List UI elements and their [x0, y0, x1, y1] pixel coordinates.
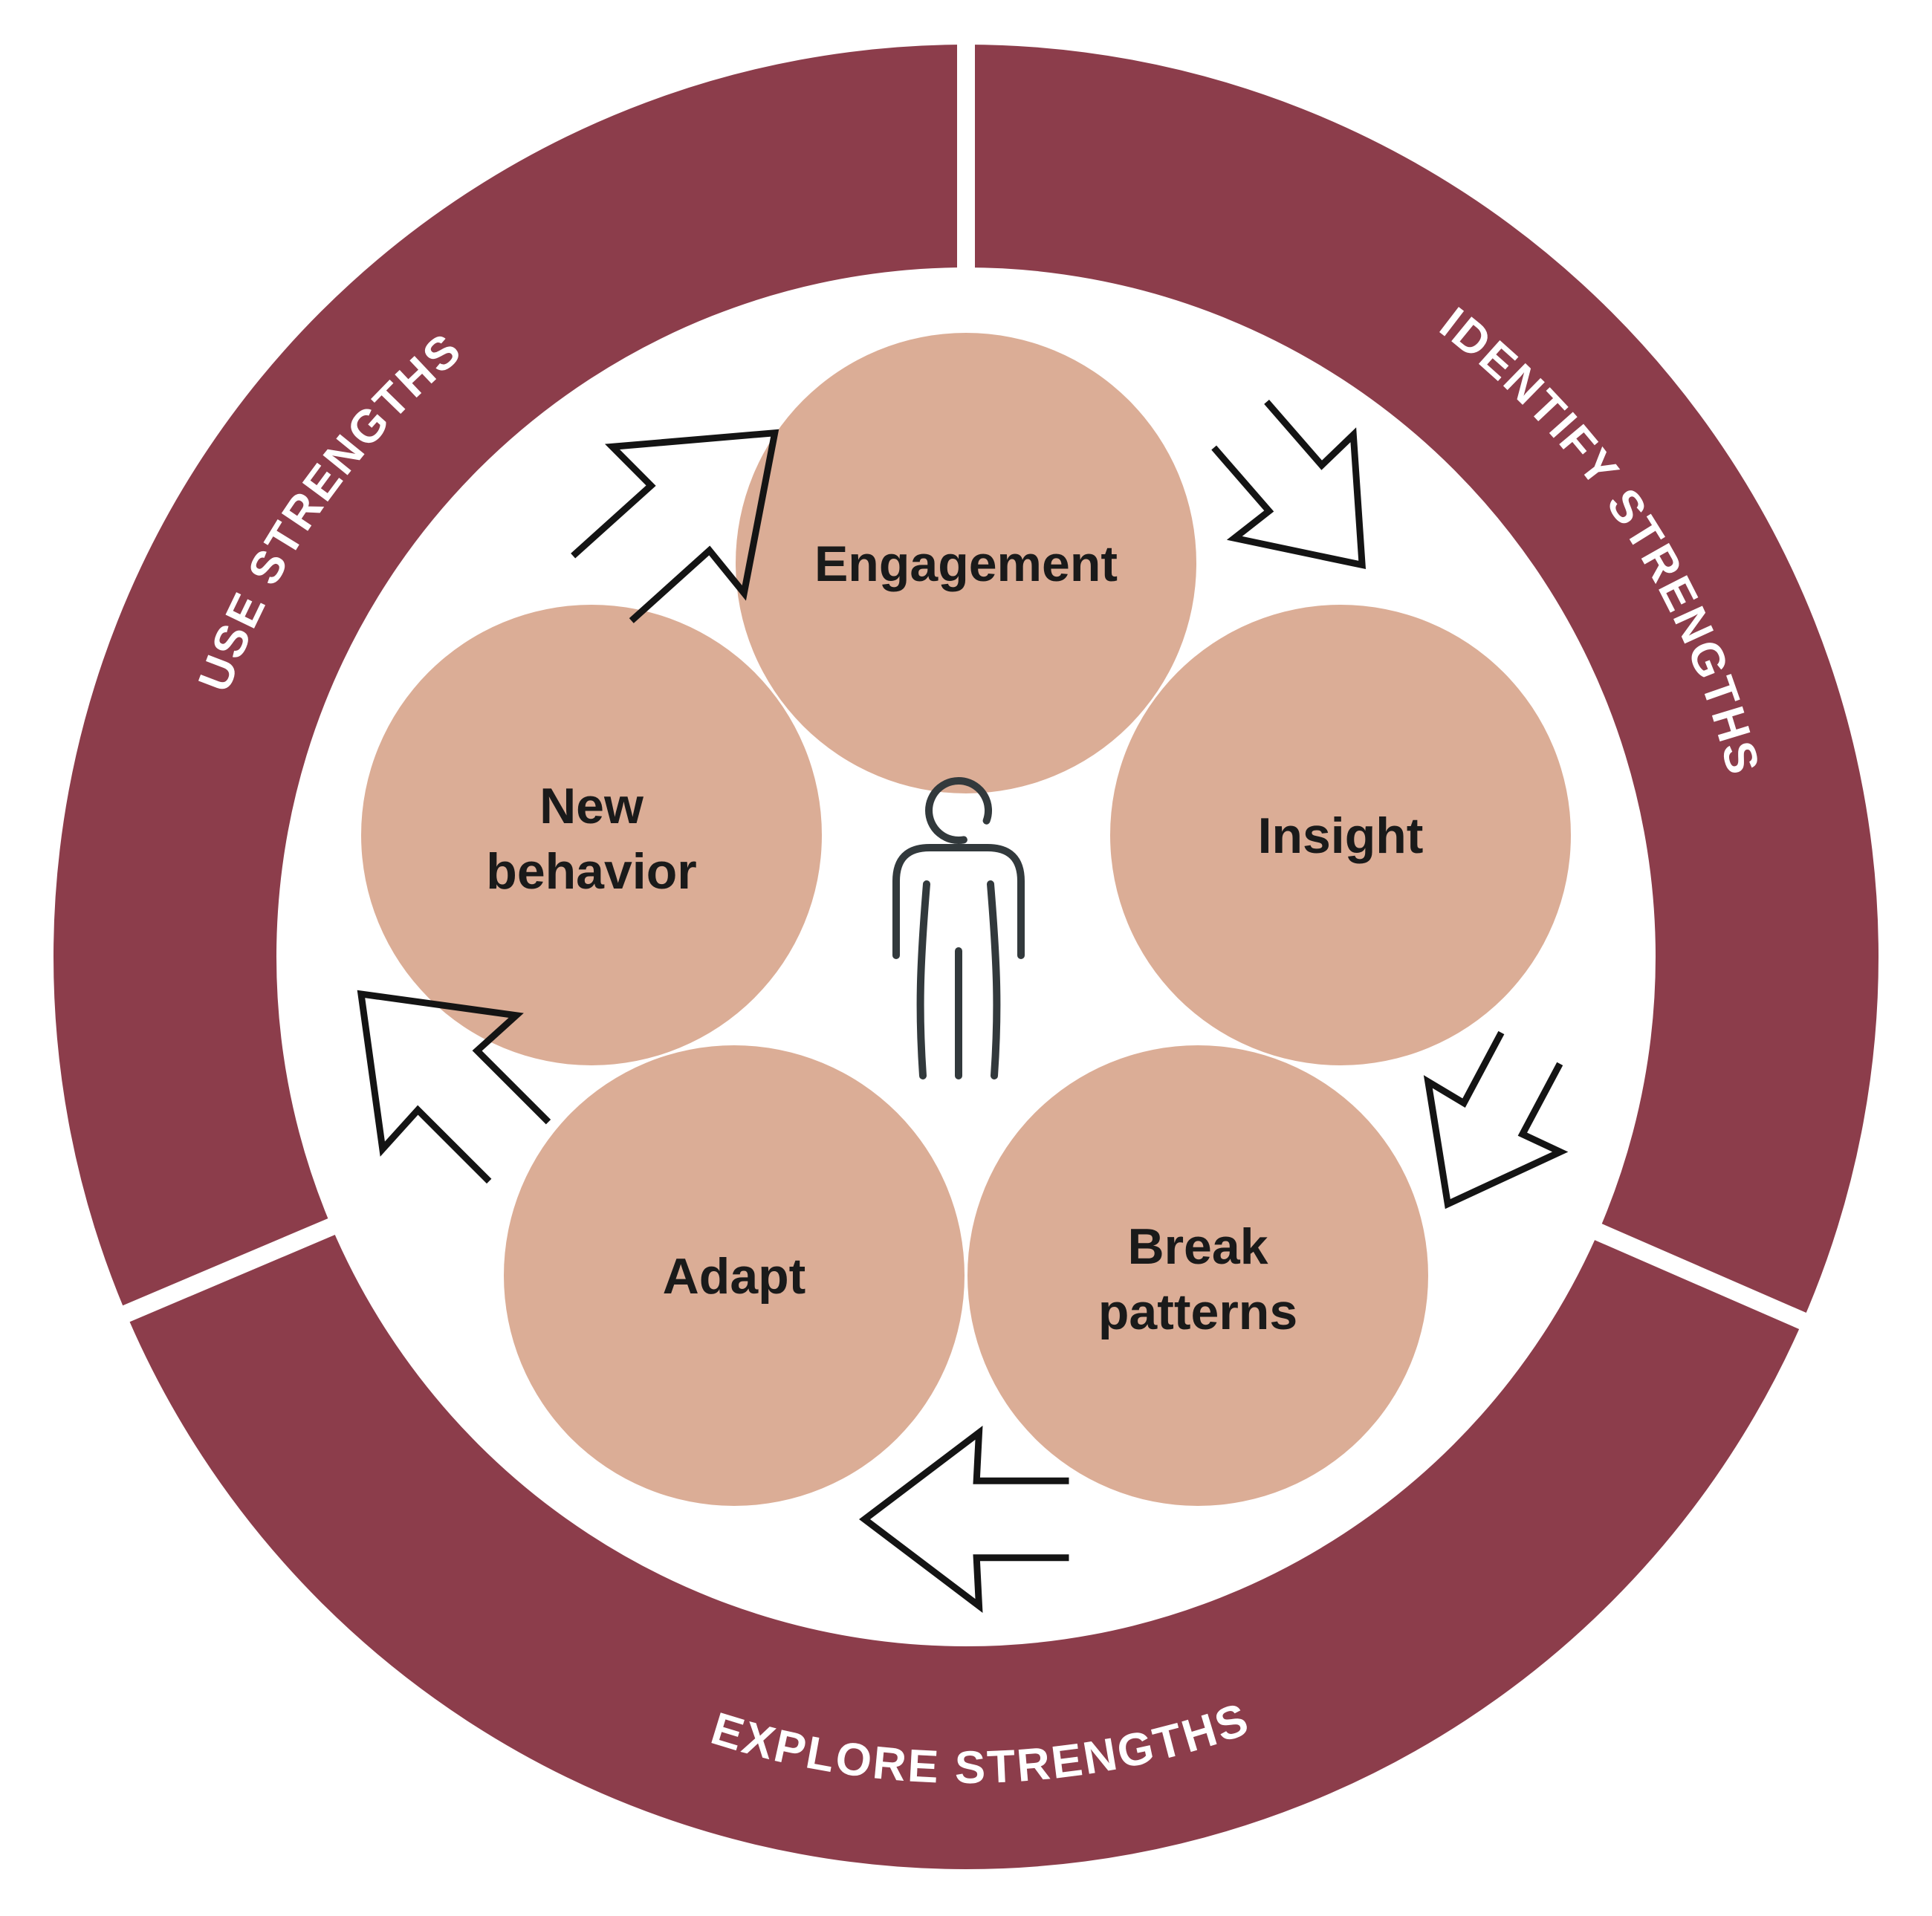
stage-label-insight: Insight	[1258, 808, 1424, 864]
stage-label-behavior: behavior	[486, 843, 696, 900]
ring-dividers	[111, 32, 1818, 1335]
ring-divider-right	[1586, 1219, 1818, 1335]
person-right-leg	[987, 880, 1001, 1079]
ring-divider-left	[111, 1214, 344, 1328]
stage-circle-break-patterns	[967, 1045, 1428, 1506]
stage-circle-engagement	[736, 333, 1196, 793]
stage-label-break: Break	[1127, 1218, 1268, 1275]
stage-circle-new-behavior	[361, 605, 822, 1065]
stage-label-adapt: Adapt	[663, 1248, 806, 1305]
stage-label-patterns: patterns	[1098, 1284, 1297, 1340]
person-left-leg	[916, 880, 930, 1079]
stage-circle-insight	[1110, 605, 1571, 1065]
stage-circles	[361, 333, 1571, 1506]
stage-labels: Engagement Insight Break patterns Adapt …	[486, 536, 1423, 1340]
stage-label-new: New	[539, 778, 644, 834]
person-head	[925, 777, 992, 844]
stage-label-engagement: Engagement	[814, 536, 1118, 592]
person-icon	[892, 777, 1025, 1079]
person-shoulders-arms	[892, 844, 1025, 959]
stage-circle-adapt	[504, 1045, 965, 1506]
